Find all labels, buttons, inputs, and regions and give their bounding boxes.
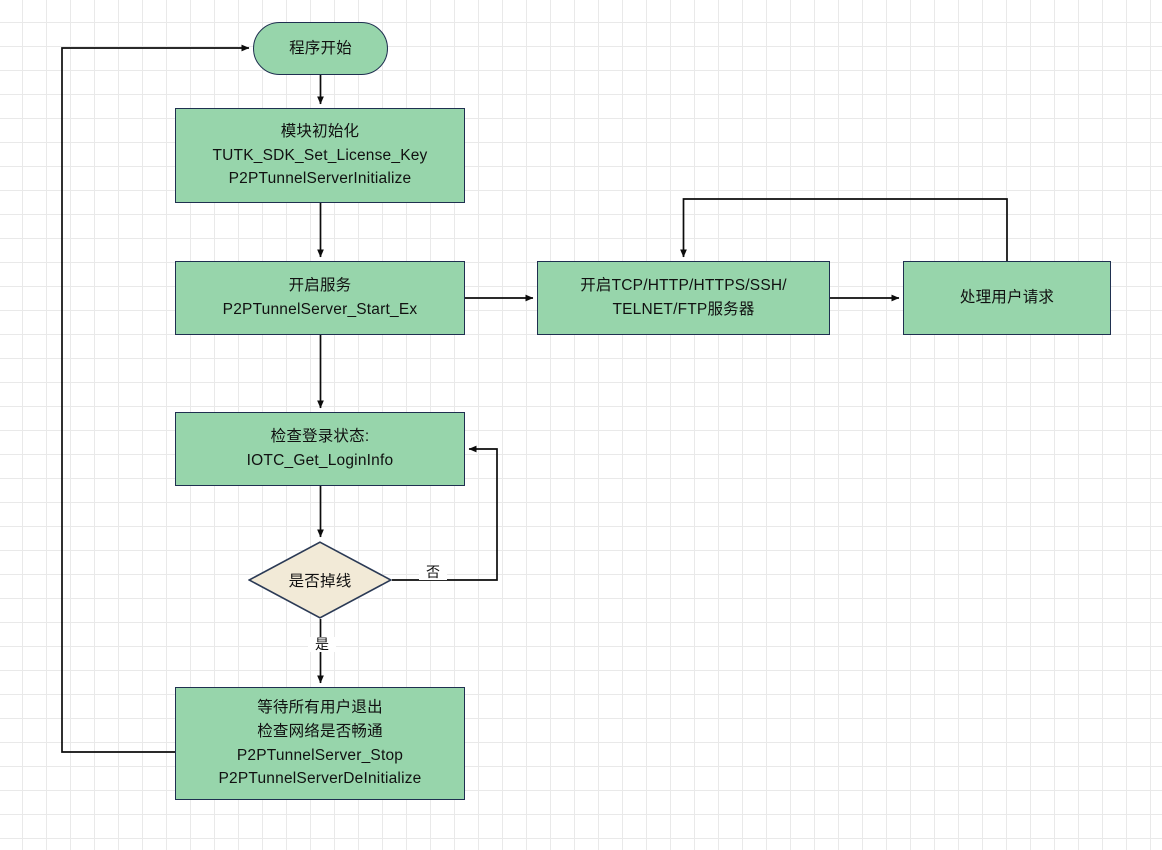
node-open-servers[interactable]: 开启TCP/HTTP/HTTPS/SSH/ TELNET/FTP服务器 (537, 261, 830, 335)
edge-label-no: 否 (419, 564, 447, 581)
edge-label-yes-text: 是 (315, 636, 329, 652)
node-start-service-label: 开启服务 P2PTunnelServer_Start_Ex (222, 277, 418, 318)
node-start-service[interactable]: 开启服务 P2PTunnelServer_Start_Ex (175, 261, 465, 335)
node-offline-decision[interactable]: 是否掉线 (248, 541, 392, 619)
node-cleanup[interactable]: 等待所有用户退出 检查网络是否畅通 P2PTunnelServer_Stop P… (175, 687, 465, 800)
edge-handle-request-loop-to-open-servers (680, 198, 1008, 261)
node-cleanup-label: 等待所有用户退出 检查网络是否畅通 P2PTunnelServer_Stop P… (218, 699, 422, 788)
node-check-login-label: 检查登录状态: IOTC_Get_LoginInfo (246, 428, 394, 469)
node-handle-request[interactable]: 处理用户请求 (903, 261, 1111, 335)
node-start[interactable]: 程序开始 (253, 22, 388, 75)
node-module-init-label: 模块初始化 TUTK_SDK_Set_License_Key P2PTunnel… (212, 123, 428, 188)
node-module-init[interactable]: 模块初始化 TUTK_SDK_Set_License_Key P2PTunnel… (175, 108, 465, 203)
node-start-label: 程序开始 (289, 39, 352, 57)
node-offline-decision-label: 是否掉线 (288, 573, 352, 590)
node-offline-decision-label-wrap: 是否掉线 (248, 541, 392, 619)
node-check-login[interactable]: 检查登录状态: IOTC_Get_LoginInfo (175, 412, 465, 486)
node-handle-request-label: 处理用户请求 (959, 289, 1055, 307)
edge-label-yes: 是 (308, 636, 336, 653)
node-open-servers-label: 开启TCP/HTTP/HTTPS/SSH/ TELNET/FTP服务器 (580, 277, 787, 318)
diamond-shape (248, 541, 392, 619)
edge-label-no-text: 否 (426, 564, 440, 580)
